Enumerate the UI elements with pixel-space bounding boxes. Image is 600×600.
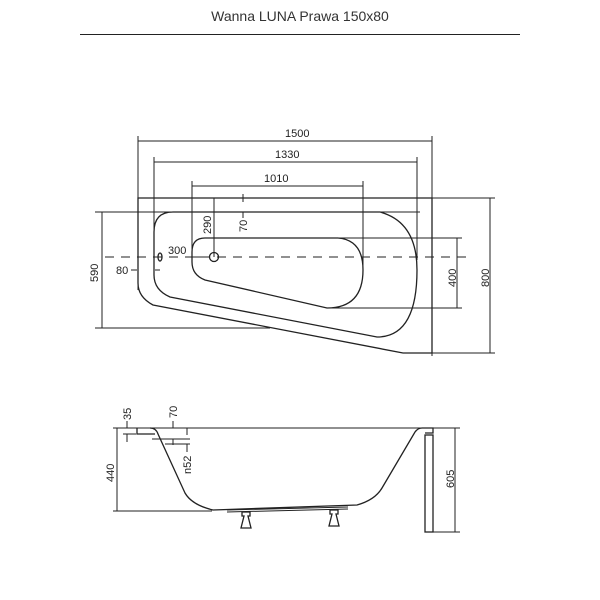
dim-1010-label: 1010	[264, 173, 288, 185]
dim-300-label: 300	[168, 245, 186, 257]
dim-80-label: 80	[116, 265, 128, 277]
foot-icon	[328, 509, 340, 527]
dim-1330-label: 1330	[275, 149, 299, 161]
dim-440-label: 440	[105, 464, 117, 482]
left-lip	[136, 428, 155, 435]
outer-outline	[137, 197, 433, 354]
top-view: 1500 1330 1010 290 70 300 80 590	[89, 128, 495, 356]
dim-400-label: 400	[447, 269, 459, 287]
basin-outline	[191, 237, 364, 309]
overflow-icon	[157, 252, 163, 262]
title-underline	[80, 34, 520, 35]
drawing-title: Wanna LUNA Prawa 150x80	[211, 8, 389, 24]
dim-800-label: 800	[480, 269, 492, 287]
dim-590-label: 590	[89, 264, 101, 282]
panel-support	[424, 434, 434, 533]
dim-n52-label: n52	[182, 456, 194, 474]
right-lip	[422, 427, 434, 434]
foot-icon	[240, 511, 252, 529]
dim-70-label: 70	[238, 220, 250, 232]
dim-290-label: 290	[202, 216, 214, 234]
dim-1500-label: 1500	[285, 128, 309, 140]
bottom-plate	[226, 506, 349, 511]
side-view: 35 70 n52 440 605	[105, 406, 460, 533]
dim-605-label: 605	[445, 470, 457, 488]
dim-70-side-label: 70	[168, 406, 180, 418]
dim-35-label: 35	[122, 408, 134, 420]
tub-profile	[149, 427, 423, 511]
rim-outline	[153, 211, 418, 338]
